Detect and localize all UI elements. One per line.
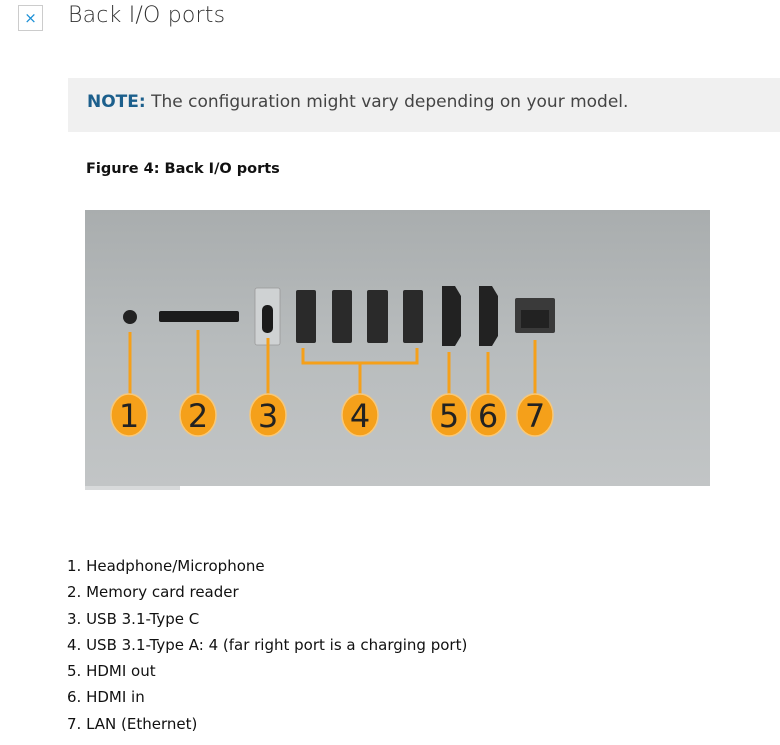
callout-number: 2 (188, 397, 208, 435)
callout-badge (179, 393, 217, 437)
port-list: 1. Headphone/Microphone 2. Memory card r… (67, 555, 467, 739)
callout-badge (110, 393, 148, 437)
close-button[interactable]: × (18, 5, 43, 31)
callout-number: 5 (439, 397, 459, 435)
panel-background (85, 210, 710, 486)
usb-a-port (403, 290, 423, 343)
note-box: NOTE: The configuration might vary depen… (68, 78, 780, 132)
page-title: Back I/O ports (68, 3, 226, 28)
callout-badge (430, 393, 468, 437)
callout-number: 6 (478, 397, 498, 435)
callout-number: 7 (525, 397, 545, 435)
callout-badge (469, 393, 507, 437)
list-item: 1. Headphone/Microphone (67, 557, 265, 575)
callout-lines (128, 330, 537, 398)
hdmi-in-port (479, 286, 498, 346)
close-icon: × (24, 9, 37, 27)
headphone-jack (123, 310, 137, 324)
usb-a-port (367, 290, 388, 343)
usb-a-port (296, 290, 316, 343)
callout-badge (516, 393, 554, 437)
list-item: 4. USB 3.1-Type A: 4 (far right port is … (67, 635, 468, 654)
usb-c-port (262, 305, 273, 333)
callout-number: 3 (258, 397, 278, 435)
card-slot (159, 311, 239, 322)
callout-number: 4 (350, 397, 370, 435)
callout-number: 1 (119, 397, 139, 435)
list-item: 3. USB 3.1-Type C (67, 609, 200, 628)
list-item: 2. Memory card reader (67, 583, 239, 602)
list-item: 7. LAN (Ethernet) (67, 714, 198, 733)
callout-badge (341, 393, 379, 437)
usb-a-port (332, 290, 352, 343)
note-text: The configuration might vary depending o… (151, 92, 629, 112)
list-item: 6. HDMI in (67, 688, 145, 707)
figure-caption: Figure 4: Back I/O ports (86, 161, 280, 177)
callout-badge (249, 393, 287, 437)
hdmi-out-port (442, 286, 461, 346)
list-item: 5. HDMI out (67, 662, 156, 681)
note-label: NOTE: (87, 92, 146, 112)
ports-drawing (123, 286, 555, 346)
